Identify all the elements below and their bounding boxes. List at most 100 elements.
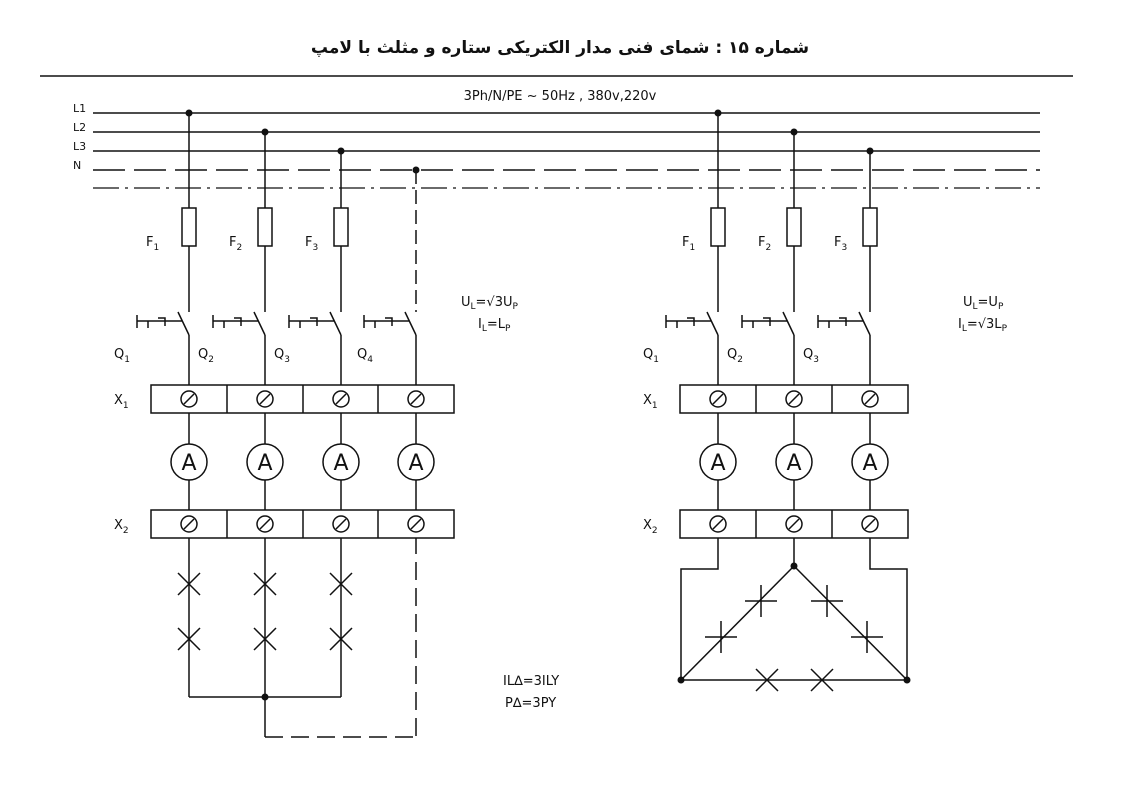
switch-symbol-q1 (136, 311, 190, 336)
delta-fuses (710, 207, 878, 247)
bus-label-l2: L2 (73, 121, 86, 134)
lamp-icon (811, 585, 843, 617)
lamp-icon (705, 621, 737, 653)
delta-vertex-dot (903, 676, 911, 684)
fuse-label-f2: F2 (758, 235, 771, 253)
star-circuit (188, 113, 417, 738)
star-switch-labels: Q1 Q2 Q3 Q4 (114, 347, 373, 365)
ammeter-symbol: A (257, 451, 272, 476)
switch-symbol-q3 (817, 311, 871, 336)
ammeter-symbol: A (333, 451, 348, 476)
switch-label-q3: Q3 (803, 347, 819, 365)
formula-current-ratio: IL∆=3ILY (503, 674, 559, 689)
fuse-symbol (710, 207, 726, 247)
fuse-label-f2: F2 (229, 235, 242, 253)
switch-label-q1: Q1 (643, 347, 659, 365)
fuse-symbol (333, 207, 349, 247)
delta-switch-labels: Q1 Q2 Q3 (643, 347, 819, 365)
terminal-label-x2-right: X2 (643, 518, 658, 536)
lamp-icon (810, 668, 834, 692)
switch-symbol-q3 (288, 311, 342, 336)
ammeter-icon (170, 443, 208, 481)
switch-label-q4: Q4 (357, 347, 373, 365)
ammeter-icon (397, 443, 435, 481)
delta-ammeters (699, 443, 889, 481)
fuse-symbol (181, 207, 197, 247)
lamp-icon (253, 627, 277, 651)
delta-switches (665, 311, 872, 336)
lamp-icon (851, 621, 883, 653)
ammeter-symbol: A (862, 451, 877, 476)
terminal-label-x1-left: X1 (114, 393, 129, 411)
ammeter-icon (246, 443, 284, 481)
terminal-label-x1-right: X1 (643, 393, 658, 411)
terminal-label-x2-left: X2 (114, 518, 129, 536)
fuse-label-f1: F1 (682, 235, 695, 253)
ammeter-icon (699, 443, 737, 481)
ammeter-symbol: A (181, 451, 196, 476)
supply-label: 3Ph/N/PE ~ 50Hz , 380v,220v (464, 89, 657, 104)
terminal-screw-icon (180, 390, 198, 408)
junction-dot (866, 147, 874, 155)
star-terminal-x2 (150, 509, 455, 539)
bus-label-l3: L3 (73, 140, 86, 153)
star-fuses (181, 207, 349, 247)
delta-vertex-dot (790, 562, 798, 570)
switch-symbol-q2 (741, 311, 795, 336)
junction-dot (412, 166, 420, 174)
switch-label-q3: Q3 (274, 347, 290, 365)
star-terminal-screws (180, 390, 425, 533)
fuse-symbol (257, 207, 273, 247)
lamp-icon (177, 627, 201, 651)
star-formula-voltage: UL=√3UP (461, 295, 519, 312)
terminal-screw-icon (256, 390, 274, 408)
switch-symbol-q1 (665, 311, 719, 336)
star-lamps (177, 572, 353, 651)
delta-formula-voltage: UL=UP (963, 295, 1004, 312)
bus-label-l1: L1 (73, 102, 86, 115)
ammeter-icon (322, 443, 360, 481)
formula-power-ratio: P∆=3PY (505, 696, 556, 711)
star-terminal-x1 (150, 384, 455, 414)
diagram-title: شماره ۱۵ : شمای فنی مدار الکتریکی ستاره … (311, 38, 809, 58)
bus-label-n: N (73, 159, 81, 172)
ammeter-symbol: A (408, 451, 423, 476)
delta-formula-current: IL=√3LP (958, 317, 1008, 334)
junction-dot (185, 109, 193, 117)
terminal-screw-icon (785, 515, 803, 533)
ammeter-symbol: A (710, 451, 725, 476)
delta-feed-left (680, 545, 719, 680)
terminal-screw-icon (861, 390, 879, 408)
delta-ammeter-labels: A A A (710, 451, 877, 476)
switch-label-q2: Q2 (198, 347, 214, 365)
star-point-dot (261, 693, 269, 701)
delta-junctions (677, 109, 911, 684)
lamp-icon (177, 572, 201, 596)
junction-dot (261, 128, 269, 136)
star-junctions (185, 109, 420, 701)
terminal-screw-icon (861, 515, 879, 533)
ammeter-icon (775, 443, 813, 481)
delta-lamps (705, 585, 883, 692)
star-fuse-labels: F1 F2 F3 (146, 235, 318, 253)
terminal-screw-icon (332, 390, 350, 408)
terminal-screw-icon (256, 515, 274, 533)
terminal-screw-icon (332, 515, 350, 533)
junction-dot (337, 147, 345, 155)
junction-dot (790, 128, 798, 136)
delta-side-left (680, 565, 795, 681)
lamp-icon (253, 572, 277, 596)
terminal-screw-icon (785, 390, 803, 408)
lamp-icon (329, 627, 353, 651)
fuse-symbol (862, 207, 878, 247)
fuse-symbol (786, 207, 802, 247)
terminal-screw-icon (709, 390, 727, 408)
terminal-screw-icon (407, 515, 425, 533)
fuse-label-f1: F1 (146, 235, 159, 253)
delta-fuse-labels: F1 F2 F3 (682, 235, 847, 253)
star-switches (136, 311, 418, 336)
terminal-screw-icon (180, 515, 198, 533)
delta-vertex-dot (677, 676, 685, 684)
bus-lines (93, 112, 1040, 189)
lamp-icon (755, 668, 779, 692)
